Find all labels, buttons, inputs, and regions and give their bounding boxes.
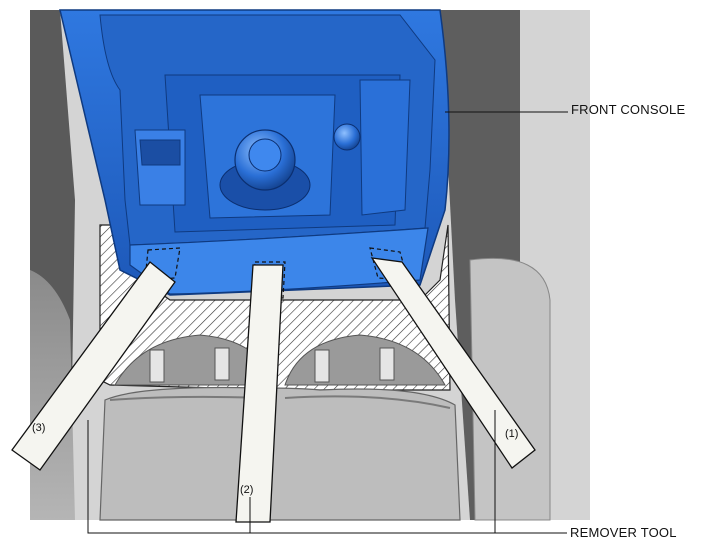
remover-tool-1 (370, 257, 536, 469)
clip-marker-left (144, 247, 181, 281)
remover-tool-2 (235, 264, 284, 523)
front-console-label: FRONT CONSOLE (571, 102, 686, 117)
remover-tool-label: REMOVER TOOL (570, 525, 677, 540)
tool-1-label: (1) (505, 428, 519, 440)
remover-tool-leader (87, 410, 567, 534)
armrest (99, 386, 461, 521)
console-button (333, 123, 361, 151)
tool-2-label: (2) (240, 484, 254, 496)
cup-holders (114, 334, 446, 386)
front-console (59, 9, 450, 296)
tool-3-label: (3) (32, 422, 46, 434)
remover-tool-3 (11, 261, 176, 471)
